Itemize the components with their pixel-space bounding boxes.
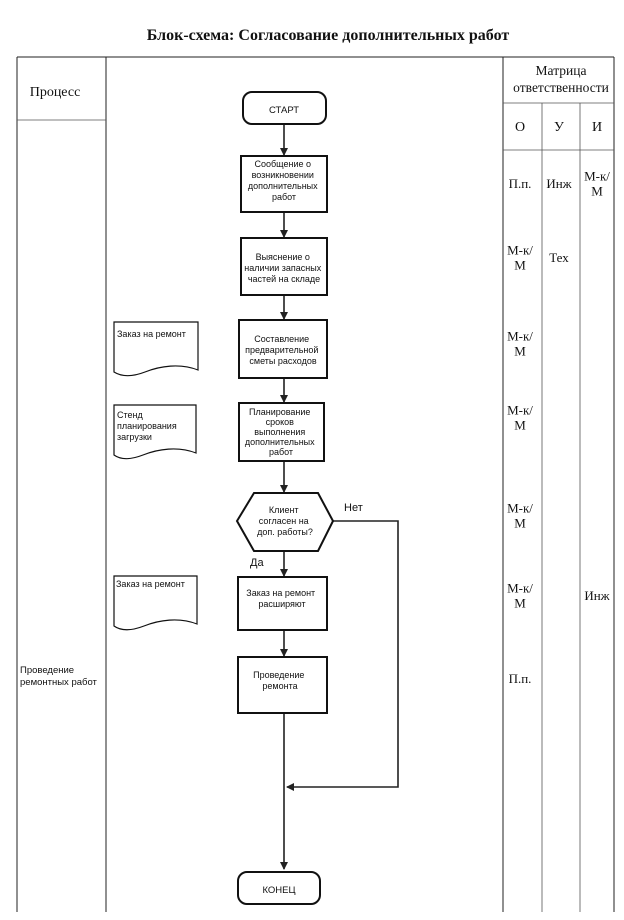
matrix-header-line1: Матрица [536, 63, 587, 78]
document-load-planning-board [113, 404, 197, 460]
box-text-line: Сообщение о [255, 159, 311, 169]
box-text-line: работ [269, 447, 293, 457]
end-label: КОНЕЦ [262, 885, 295, 896]
box-text-line: Клиент [269, 505, 299, 515]
process-box-perform-repair-label: Проведение ремонта [253, 670, 307, 691]
box-text-line: возникновении [252, 170, 314, 180]
matrix-col-o-header: О [515, 120, 525, 135]
box-text-line: Выяснение о [256, 252, 310, 262]
matrix-cell-o: М-к/ [507, 329, 533, 344]
process-box-extend-order [237, 576, 328, 631]
box-text-line: Заказ на ремонт [246, 588, 315, 598]
process-box-report-additional-work [240, 155, 328, 213]
document-repair-order-1 [113, 321, 199, 377]
process-column-header: Процесс [30, 85, 81, 100]
matrix-cell-o: М [514, 596, 526, 611]
document-text-line: Заказ на ремонт [117, 329, 186, 339]
decision-client-agrees [235, 492, 335, 552]
document-text-line: Стенд [117, 410, 143, 420]
matrix-cell-o: М [514, 344, 526, 359]
process-box-schedule-planning-label: Планирование сроков выполнения дополните… [245, 407, 317, 457]
document-text-line: планирования [117, 421, 177, 431]
box-text-line: наличии запасных [244, 263, 321, 273]
process-label: Проведение ремонтных работ [20, 665, 98, 688]
document-text-line: загрузки [117, 432, 152, 442]
box-text-line: выполнения [254, 427, 305, 437]
document-load-planning-board-label: Стенд планирования загрузки [117, 410, 179, 442]
matrix-header-line2: ответственности [513, 80, 609, 95]
box-text-line: доп. работы? [257, 527, 313, 537]
matrix-cell-o: П.п. [509, 176, 532, 191]
process-label-line: Проведение [20, 665, 74, 676]
process-box-schedule-planning [238, 402, 325, 462]
box-text-line: Проведение [253, 670, 304, 680]
document-repair-order-1-label: Заказ на ремонт [117, 329, 186, 339]
box-text-line: частей на складе [248, 274, 320, 284]
document-text-line: Заказ на ремонт [116, 579, 185, 589]
document-repair-order-2 [113, 575, 198, 631]
process-box-perform-repair [237, 656, 328, 714]
box-text-line: Планирование [249, 407, 310, 417]
box-text-line: предварительной [245, 345, 318, 355]
process-box-report-additional-work-label: Сообщение о возникновении дополнительных… [248, 159, 320, 202]
matrix-cell-i: М [591, 184, 603, 199]
box-text-line: дополнительных [248, 181, 318, 191]
matrix-cell-o: М-к/ [507, 581, 533, 596]
matrix-cell-o: М [514, 418, 526, 433]
matrix-cell-o: М-к/ [507, 403, 533, 418]
box-text-line: работ [272, 192, 296, 202]
process-label-line: ремонтных работ [20, 677, 98, 688]
matrix-cell-i: Инж [584, 588, 610, 603]
box-text-line: расширяют [258, 599, 305, 609]
matrix-cell-o: П.п. [509, 671, 532, 686]
branch-no-label: Нет [344, 502, 363, 514]
matrix-cell-u: Тех [549, 250, 569, 265]
box-text-line: сметы расходов [249, 356, 316, 366]
process-box-check-spare-parts [240, 237, 328, 296]
matrix-cell-o: М [514, 258, 526, 273]
process-box-cost-estimate-label: Составление предварительной сметы расход… [245, 334, 321, 366]
matrix-cell-o: М-к/ [507, 243, 533, 258]
box-text-line: дополнительных [245, 437, 315, 447]
page-title: Блок-схема: Согласование дополнительных … [147, 27, 510, 44]
flow-connectors [280, 124, 399, 870]
table-frame [16, 56, 615, 912]
process-box-cost-estimate [238, 319, 328, 379]
process-box-extend-order-label: Заказ на ремонт расширяют [246, 588, 317, 609]
matrix-col-u-header: У [554, 120, 564, 135]
process-box-check-spare-parts-label: Выяснение о наличии запасных частей на с… [244, 252, 323, 284]
matrix-cell-o: М [514, 516, 526, 531]
start-terminator [242, 91, 327, 125]
matrix-cell-o: М-к/ [507, 501, 533, 516]
box-text-line: Составление [254, 334, 309, 344]
document-repair-order-2-label: Заказ на ремонт [116, 579, 185, 589]
box-text-line: сроков [266, 417, 295, 427]
branch-yes-label: Да [250, 557, 264, 569]
start-label: СТАРТ [269, 105, 299, 116]
matrix-col-i-header: И [592, 120, 602, 135]
box-text-line: согласен на [259, 516, 309, 526]
matrix-cell-i: М-к/ [584, 169, 610, 184]
end-terminator [237, 871, 321, 905]
decision-client-agrees-label: Клиент согласен на доп. работы? [257, 505, 313, 537]
box-text-line: ремонта [262, 681, 297, 691]
matrix-cell-u: Инж [546, 176, 572, 191]
